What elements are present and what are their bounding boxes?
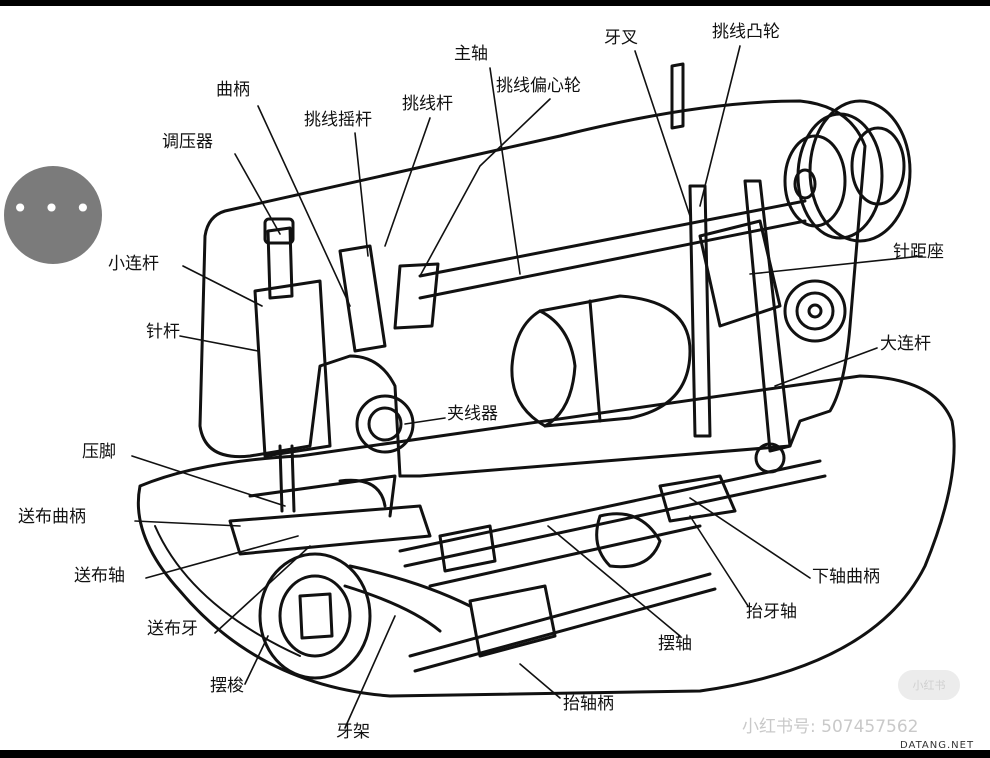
label-lift-shaft-crank: 抬轴柄 xyxy=(563,694,614,714)
label-lower-crank: 下轴曲柄 xyxy=(812,567,880,587)
big-connecting-rod xyxy=(743,179,792,453)
handwheel xyxy=(783,99,912,243)
label-needle-bar: 针杆 xyxy=(146,322,180,342)
rotary-hook xyxy=(258,552,472,680)
label-presser-foot: 压脚 xyxy=(82,442,116,462)
label-feed-crank: 送布曲柄 xyxy=(18,507,86,527)
label-feed-shaft: 送布轴 xyxy=(74,566,125,586)
label-take-up-eccentric: 挑线偏心轮 xyxy=(496,76,581,96)
rock-shaft xyxy=(398,459,822,553)
machine-base xyxy=(136,374,956,698)
label-feed-dog: 送布牙 xyxy=(147,619,198,639)
spool-pin xyxy=(670,62,685,130)
lower-cranks xyxy=(438,442,786,658)
app-badge: 小红书 xyxy=(898,670,960,700)
needle-head xyxy=(253,217,415,513)
label-take-up-cam: 挑线凸轮 xyxy=(712,22,780,42)
main-shaft xyxy=(418,199,807,278)
leader-lines xyxy=(131,45,923,729)
label-feed-bar: 牙架 xyxy=(336,722,370,742)
thread-housing xyxy=(510,294,692,428)
machine-arm xyxy=(198,99,867,478)
feed-lift-shaft xyxy=(428,524,702,588)
diagram-canvas: 主轴 牙叉 挑线凸轮 曲柄 挑线偏心轮 挑线摇杆 挑线杆 调压器 小连杆 针距座… xyxy=(0,6,990,751)
lower-shaft xyxy=(408,572,712,658)
more-options-button[interactable]: • • • xyxy=(4,166,102,264)
site-mark-text: DATANG.NET xyxy=(900,740,975,751)
label-crank: 曲柄 xyxy=(216,80,250,100)
watermark-text: 小红书号: 507457562 xyxy=(742,717,919,737)
machine-base-edge xyxy=(154,525,301,657)
label-tension-device: 夹线器 xyxy=(447,404,498,424)
label-fork: 牙叉 xyxy=(604,28,638,48)
feed-assembly xyxy=(228,474,432,556)
label-pressure-regulator: 调压器 xyxy=(162,132,213,152)
label-rock-shaft: 摆轴 xyxy=(658,634,692,654)
ellipsis-icon: • • • xyxy=(11,192,95,225)
label-feed-lift-shaft: 抬牙轴 xyxy=(746,602,797,622)
stitch-dial xyxy=(783,279,847,343)
label-stitch-seat: 针距座 xyxy=(893,242,944,262)
label-big-link: 大连杆 xyxy=(880,334,931,354)
label-take-up-rocker: 挑线摇杆 xyxy=(304,110,372,130)
label-small-link: 小连杆 xyxy=(108,254,159,274)
label-take-up-lever: 挑线杆 xyxy=(402,94,453,114)
label-hook: 摆梭 xyxy=(210,676,244,696)
label-main-shaft: 主轴 xyxy=(454,44,488,64)
sewing-machine-diagram xyxy=(131,45,956,729)
